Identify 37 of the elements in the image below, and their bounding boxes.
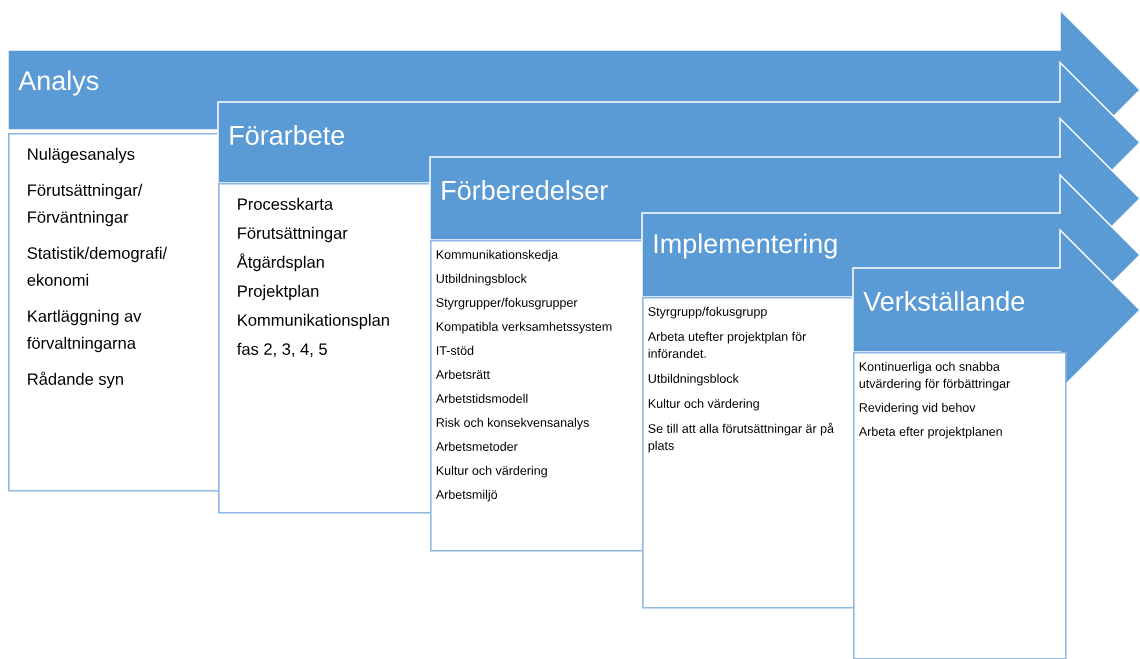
list-item: Rådande syn [28, 371, 123, 389]
list-item: Kontinuerliga och snabba utvärdering för förbättringar [859, 361, 1011, 391]
item-list-panel [8, 133, 220, 492]
list-item: IT-stöd [436, 345, 474, 355]
list-item: Arbetstidsmodell [435, 393, 528, 403]
list-item: Risk och konsekvensanalys [436, 417, 589, 430]
node-label: Förarbete [230, 125, 345, 145]
list-item: Kommunikationsplan fas 2, 3, 4, 5 [237, 313, 389, 357]
item-list-panel [642, 297, 855, 609]
list-item: Arbetsmiljö [435, 489, 498, 502]
list-item: Kompatibla verksamhetssystem [436, 321, 612, 334]
item-list-panel [218, 183, 432, 514]
list-item: Statistik/demografi/ekonomi [27, 246, 168, 286]
node-label: Implementering [654, 233, 837, 259]
item-list-panel [853, 352, 1067, 659]
list-item: Kommunikationskedja [436, 249, 559, 262]
list-item: Åtgärdsplan [236, 253, 324, 272]
list-item: Styrgrupp/fokusgrupp [648, 306, 767, 319]
list-item: Förutsättningar [238, 226, 348, 243]
list-item: Nulägesanalys [28, 147, 135, 164]
list-item: Förutsättningar/Förväntningar [28, 183, 143, 227]
list-item: Arbetsmetoder [435, 441, 518, 451]
list-item: Arbetsrätt [435, 369, 490, 379]
list-item: Revidering vid behov [859, 402, 976, 415]
list-item: Kultur och värdering [648, 398, 759, 411]
node-label: Verkställande [863, 291, 1025, 311]
list-item: Utbildningsblock [648, 373, 739, 386]
node-label: Förberedelser [442, 180, 608, 200]
list-item: Se till att alla förutsättningar är på plats [648, 422, 834, 453]
list-item: Kartläggning av förvaltningarna [27, 309, 142, 353]
node-label: Analys [18, 70, 99, 96]
list-item: Styrgrupper/fokusgrupper [436, 297, 578, 310]
list-item: Projektplan [238, 284, 319, 301]
list-item: Arbeta efter projektplanen [858, 426, 1002, 439]
list-item: Kultur och värdering [436, 465, 547, 478]
list-item: Processkarta [238, 197, 334, 210]
item-list-panel [430, 240, 644, 552]
